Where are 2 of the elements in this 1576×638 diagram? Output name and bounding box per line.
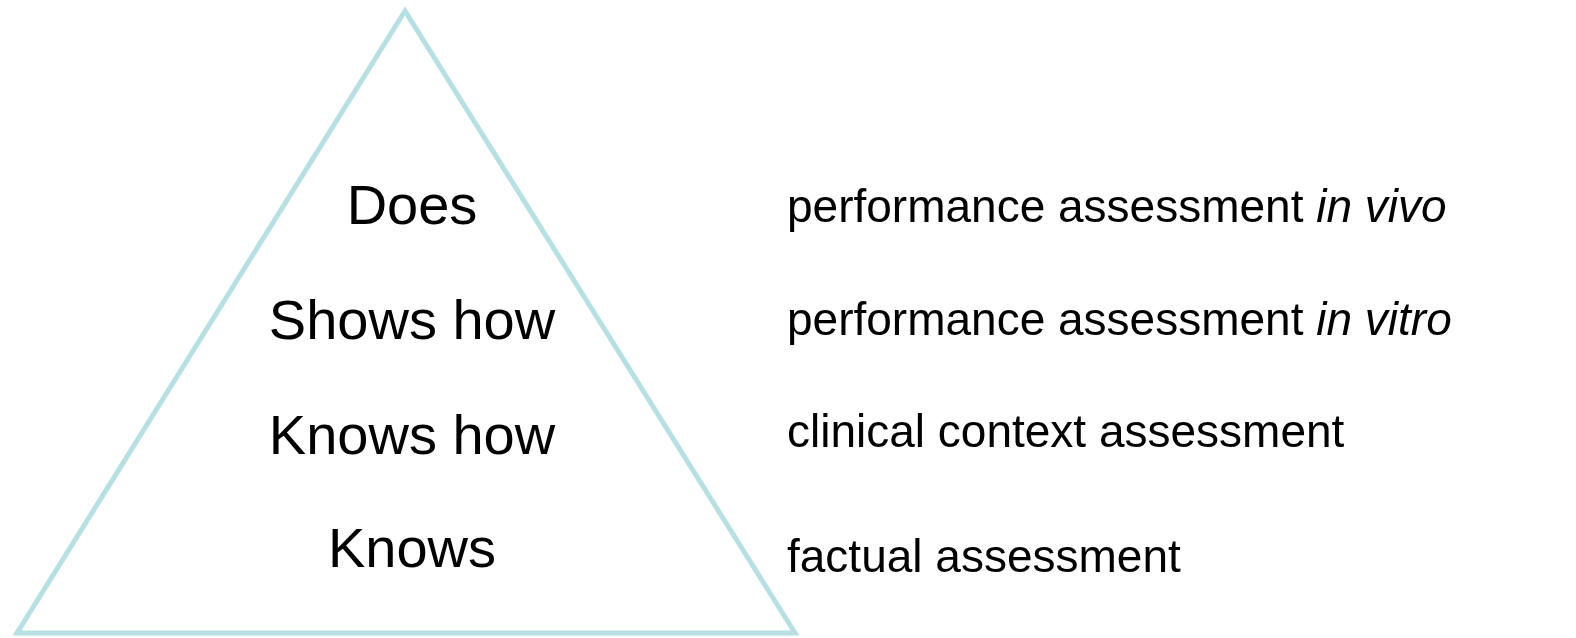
assessment-label: factual assessment [787, 533, 1181, 579]
assessment-label: clinical context assessment [787, 408, 1345, 454]
